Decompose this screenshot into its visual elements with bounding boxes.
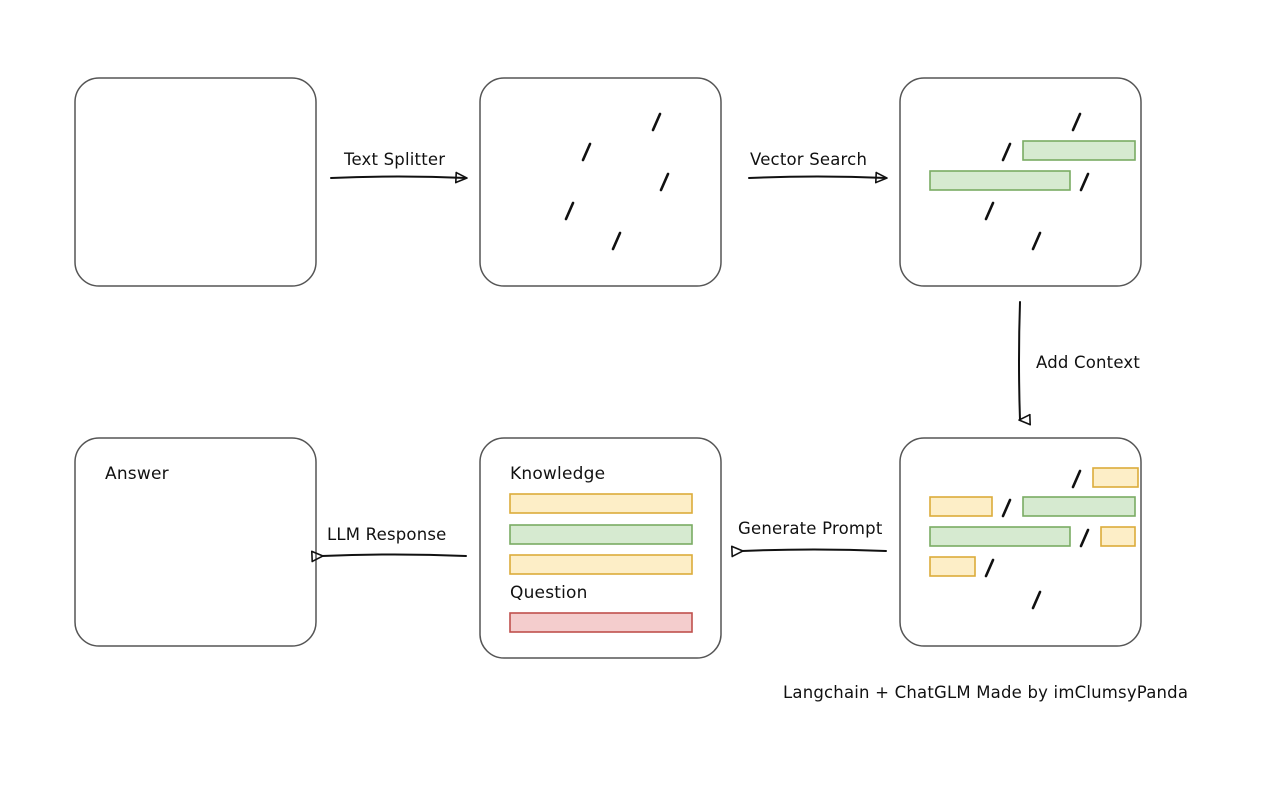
knowledge-bar-yellow — [509, 493, 693, 514]
segment-separator-slash — [651, 112, 662, 132]
highlight-chunk-yellow — [929, 556, 976, 577]
arrow-label-llm-response: LLM Response — [327, 525, 447, 544]
box-frame-source_document[interactable] — [74, 77, 317, 287]
segment-separator-slash — [984, 558, 995, 578]
prompt-question-label: Question — [510, 583, 588, 603]
highlight-chunk-green — [929, 170, 1071, 191]
arrow-label-add-context: Add Context — [1036, 353, 1141, 372]
answer-box-title: Answer — [105, 464, 169, 484]
highlight-chunk-yellow — [1092, 467, 1139, 488]
segment-separator-slash — [611, 231, 622, 251]
segment-separator-slash — [1031, 590, 1042, 610]
segment-separator-slash — [1079, 528, 1090, 548]
arrow-generate-prompt — [731, 545, 887, 558]
box-frame-prompt[interactable] — [479, 437, 722, 659]
box-frame-answer[interactable] — [74, 437, 317, 647]
highlight-chunk-yellow — [929, 496, 993, 517]
segment-separator-slash — [1071, 469, 1082, 489]
segment-separator-slash — [984, 201, 995, 221]
box-frame-split_document[interactable] — [479, 77, 722, 287]
box-context_document — [899, 437, 1142, 647]
segment-separator-slash — [1001, 142, 1012, 162]
box-matched_document — [899, 77, 1142, 287]
segment-separator-slash — [659, 172, 670, 192]
arrow-vector-search — [748, 171, 888, 184]
segment-separator-slash — [564, 201, 575, 221]
prompt-knowledge-label: Knowledge — [510, 464, 606, 484]
box-answer — [74, 437, 317, 647]
arrow-text-splitter — [330, 171, 468, 184]
footer-credit: Langchain + ChatGLM Made by imClumsyPand… — [783, 683, 1189, 702]
highlight-chunk-green — [1022, 140, 1136, 161]
arrow-add-context — [1018, 301, 1031, 426]
highlight-chunk-yellow — [1100, 526, 1136, 547]
box-prompt — [479, 437, 722, 659]
box-source_document — [74, 77, 317, 287]
segment-separator-slash — [1001, 498, 1012, 518]
highlight-chunk-green — [929, 526, 1071, 547]
segment-separator-slash — [1031, 231, 1042, 251]
arrow-label-generate-prompt: Generate Prompt — [738, 519, 883, 538]
box-split_document — [479, 77, 722, 287]
question-bar-red — [509, 612, 693, 633]
segment-separator-slash — [581, 142, 592, 162]
arrow-label-text-splitter: Text Splitter — [344, 150, 446, 169]
highlight-chunk-green — [1022, 496, 1136, 517]
arrow-llm-response — [311, 550, 467, 563]
knowledge-bar-yellow — [509, 554, 693, 575]
knowledge-bar-green — [509, 524, 693, 545]
segment-separator-slash — [1079, 172, 1090, 192]
arrow-label-vector-search: Vector Search — [750, 150, 868, 169]
segment-separator-slash — [1071, 112, 1082, 132]
